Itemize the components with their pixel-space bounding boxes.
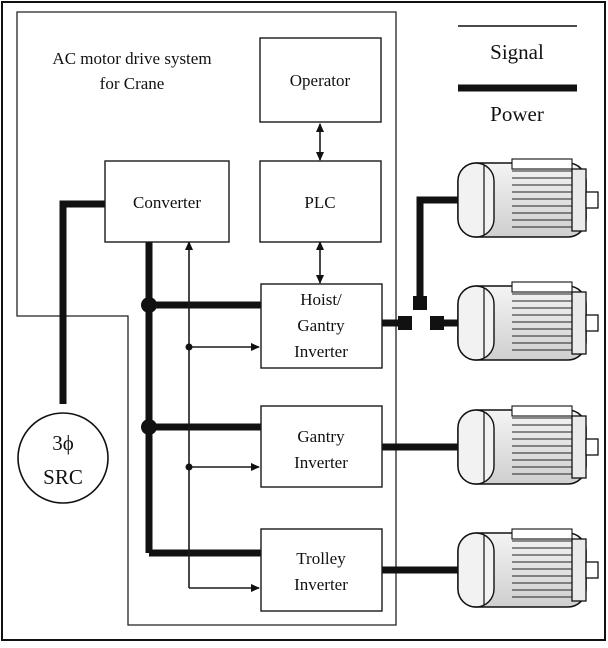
source-label-line2: SRC [43,465,83,489]
gantry-label-line1: Gantry [297,427,345,446]
operator-block: Operator [259,37,382,123]
motor-icon [457,405,599,485]
power-junction [141,297,157,313]
motor-icon [457,158,599,238]
source-label-line1: 3ϕ [52,431,74,455]
converter-label: Converter [133,193,201,212]
motor-icon [457,281,599,361]
converter-block: Converter [104,160,230,243]
system-label-line1: AC motor drive system [52,49,211,68]
plc-label: PLC [304,193,335,212]
trolley-label-line1: Trolley [296,549,346,568]
signal-wiring [185,123,324,592]
legend: Signal Power [458,25,577,126]
operator-label: Operator [290,71,351,90]
power-wiring [59,196,458,574]
switch-contact-top [413,296,427,310]
hoist-label-line3: Inverter [294,342,348,361]
motor-icon [457,528,599,608]
gantry-inverter-block: Gantry Inverter [260,405,383,488]
legend-signal-label: Signal [490,40,544,64]
switch-contact-left [398,316,412,330]
plc-block: PLC [259,160,382,243]
legend-power-label: Power [490,102,544,126]
switch-contact-right [430,316,444,330]
gantry-label-line2: Inverter [294,453,348,472]
hoist-label-line1: Hoist/ [300,290,342,309]
hoist-label-line2: Gantry [297,316,345,335]
trolley-label-line2: Inverter [294,575,348,594]
system-boundary [16,11,397,626]
power-junction [141,419,157,435]
hoist-gantry-inverter-block: Hoist/ Gantry Inverter [260,283,383,369]
system-label-line2: for Crane [100,74,165,93]
trolley-inverter-block: Trolley Inverter [260,528,383,612]
three-phase-source: 3ϕ SRC [17,412,109,504]
motors-group [457,158,599,608]
